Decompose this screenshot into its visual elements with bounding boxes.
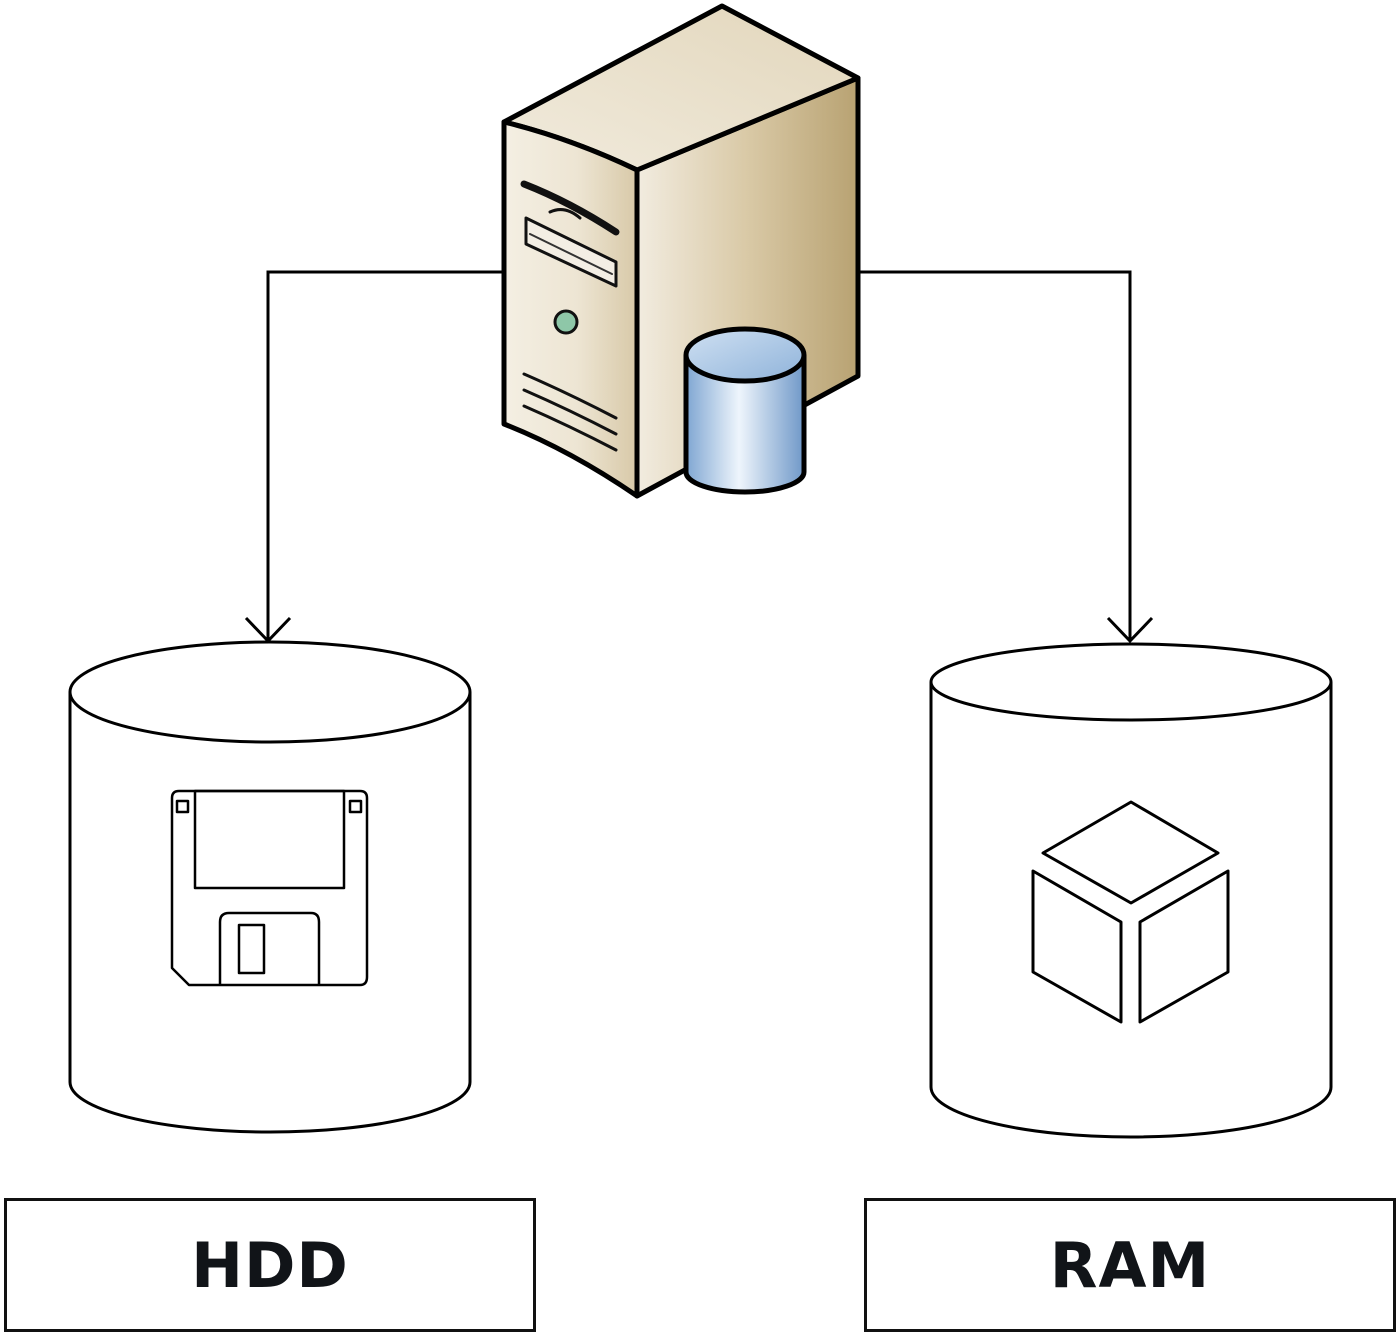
hdd-label: HDD (191, 1228, 349, 1302)
hdd-label-box: HDD (4, 1198, 536, 1332)
ram-label: RAM (1049, 1228, 1211, 1302)
server-database-cylinder-icon (683, 326, 807, 495)
connector-server-to-hdd (244, 270, 502, 644)
arrowhead-ram (1106, 616, 1154, 644)
power-indicator-icon (553, 309, 579, 335)
server-front-details (520, 180, 620, 452)
ram-storage-cylinder (929, 642, 1333, 1139)
cube-icon (1031, 800, 1230, 1024)
connector-server-to-ram (860, 270, 1154, 644)
floppy-disk-icon (170, 789, 369, 987)
ram-label-box: RAM (864, 1198, 1396, 1332)
